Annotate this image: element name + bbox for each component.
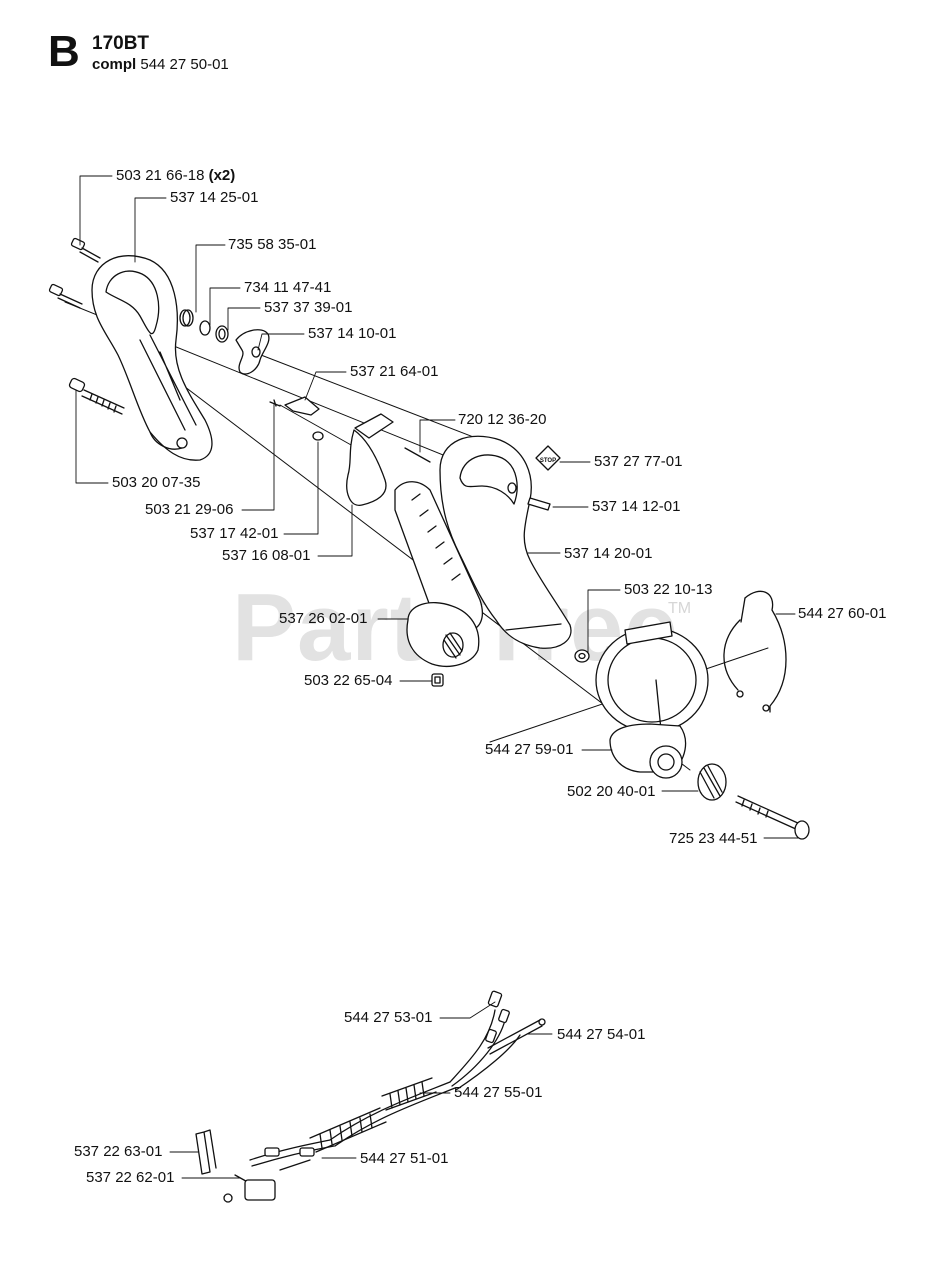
part-label-537-21-64-01: 537 21 64-01 bbox=[350, 363, 439, 380]
handle-half-537-14-25-01 bbox=[91, 255, 213, 461]
bracket-537-22-63-01 bbox=[195, 1129, 217, 1175]
watermark-trademark: TM bbox=[668, 600, 692, 617]
screw-503-21-66-18-lower bbox=[48, 283, 83, 309]
o-ring-537-37-39-01 bbox=[215, 325, 229, 343]
part-label-537-14-20-01: 537 14 20-01 bbox=[564, 545, 653, 562]
part-label-503-21-29-06: 503 21 29-06 bbox=[145, 501, 234, 518]
clamp-544-27-59-01 bbox=[595, 621, 709, 779]
part-label-544-27-51-01: 544 27 51-01 bbox=[360, 1150, 449, 1167]
compl-number: 544 27 50-01 bbox=[140, 56, 229, 73]
corrugated-tube-544-27-55-01 bbox=[381, 1077, 437, 1111]
screw-503-20-07-35 bbox=[68, 377, 125, 415]
leader-lines bbox=[75, 175, 799, 1179]
nut-503-22-10-13 bbox=[574, 649, 590, 663]
part-label-544-27-54-01: 544 27 54-01 bbox=[557, 1026, 646, 1043]
housing-537-14-20-01 bbox=[439, 435, 572, 649]
part-label-544-27-55-01: 544 27 55-01 bbox=[454, 1084, 543, 1101]
part-label-544-27-53-01: 544 27 53-01 bbox=[344, 1009, 433, 1026]
spacer-735-58-35-01 bbox=[179, 309, 194, 327]
part-label-537-22-63-01: 537 22 63-01 bbox=[74, 1143, 163, 1160]
spring-503-21-29-06 bbox=[269, 399, 281, 407]
part-label-537-14-25-01: 537 14 25-01 bbox=[170, 189, 259, 206]
model-name: 170BT bbox=[92, 33, 150, 54]
corrugated-tube-lower bbox=[309, 1107, 387, 1153]
wire-clip-544-27-60-01 bbox=[723, 590, 787, 713]
part-label-537-17-42-01: 537 17 42-01 bbox=[190, 525, 279, 542]
clip-503-22-65-04 bbox=[431, 673, 444, 687]
part-label-537-16-08-01: 537 16 08-01 bbox=[222, 547, 311, 564]
pawl-537-21-64-01 bbox=[284, 396, 320, 416]
part-label-544-27-60-01: 544 27 60-01 bbox=[798, 605, 887, 622]
part-qty: (x2) bbox=[208, 167, 236, 184]
part-label-537-22-62-01: 537 22 62-01 bbox=[86, 1169, 175, 1186]
part-label-537-27-77-01: 537 27 77-01 bbox=[594, 453, 683, 470]
part-label-734-11-47-41: 734 11 47-41 bbox=[244, 279, 332, 296]
screw-503-21-66-18-top bbox=[70, 237, 101, 263]
section-letter: B bbox=[48, 27, 80, 76]
part-label-503-22-10-13: 503 22 10-13 bbox=[624, 581, 713, 598]
bolt-725-23-44-51 bbox=[735, 795, 810, 840]
knob-537-14-10-01 bbox=[235, 329, 270, 375]
trigger-537-16-08-01 bbox=[346, 413, 394, 506]
wiring-harness bbox=[223, 990, 546, 1203]
part-label-503-20-07-35: 503 20 07-35 bbox=[112, 474, 201, 491]
spring-537-17-42-01 bbox=[312, 431, 324, 441]
part-label-537-14-12-01: 537 14 12-01 bbox=[592, 498, 681, 515]
part-label-503-21-66-18: 503 21 66-18 (x2) bbox=[116, 167, 236, 184]
compl-line: compl 544 27 50-01 bbox=[92, 57, 229, 72]
stop-sticker-537-27-77-01 bbox=[535, 445, 561, 471]
part-label-544-27-59-01: 544 27 59-01 bbox=[485, 741, 574, 758]
part-label-720-12-36-20: 720 12 36-20 bbox=[458, 411, 547, 428]
part-label-725-23-44-51: 725 23 44-51 bbox=[669, 830, 758, 847]
part-label-502-20-40-01: 502 20 40-01 bbox=[567, 783, 656, 800]
washer-734-11-47-41 bbox=[199, 320, 211, 336]
part-label-735-58-35-01: 735 58 35-01 bbox=[228, 236, 317, 253]
bevel-gear-502-20-40-01 bbox=[697, 763, 727, 801]
part-label-537-37-39-01: 537 37 39-01 bbox=[264, 299, 353, 316]
pin-537-14-12-01 bbox=[527, 497, 551, 511]
compl-label: compl bbox=[92, 56, 137, 73]
part-label-503-22-65-04: 503 22 65-04 bbox=[304, 672, 393, 689]
part-label-537-14-10-01: 537 14 10-01 bbox=[308, 325, 397, 342]
stop-sticker-text: STOP bbox=[540, 458, 556, 464]
rod-720-12-36-20 bbox=[404, 447, 431, 463]
pinion-gear bbox=[442, 632, 464, 659]
part-label-537-26-02-01: 537 26 02-01 bbox=[279, 610, 368, 627]
